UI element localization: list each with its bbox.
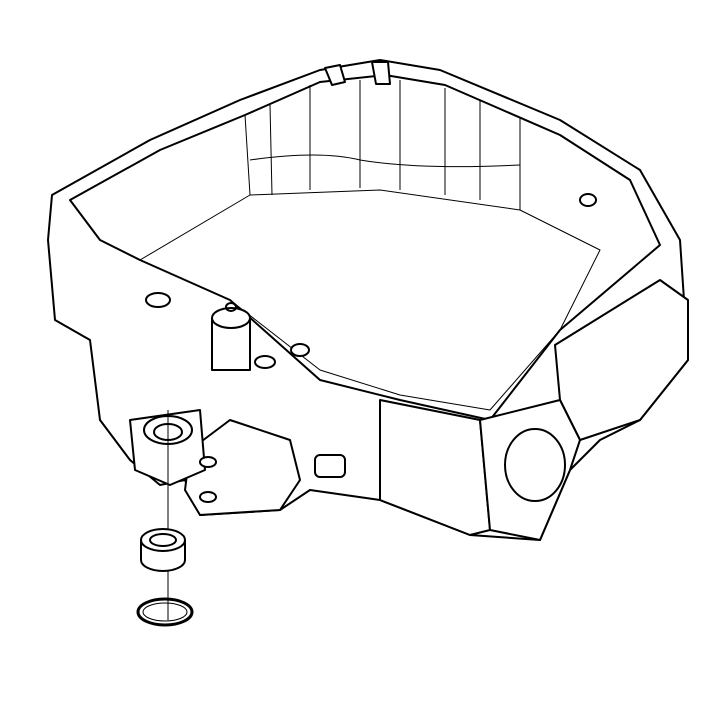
frame-top-tab [324,64,346,86]
frame-front-bracket [184,419,301,516]
ring-outer [136,597,194,627]
frame [47,59,689,620]
bushing [140,528,186,572]
frame-inner-floor [139,189,601,411]
bushing-bore [149,533,177,547]
frame-top-tab [371,61,391,85]
bushing-top [140,528,186,552]
frame-hole [145,292,171,308]
frame-side-bore [504,428,566,502]
frame-hole [199,456,217,468]
frame-hole [199,491,217,503]
frame-front-wall [379,399,491,536]
frame-post-hole [225,302,237,312]
frame-hole [579,193,597,207]
frame-hole [290,343,310,357]
frame-hole [254,355,276,369]
frame-post-top [211,307,251,329]
frame-wall-lines [244,80,521,210]
retaining-ring [136,597,194,627]
frame-slot [314,454,346,478]
ring-inner [142,602,188,622]
